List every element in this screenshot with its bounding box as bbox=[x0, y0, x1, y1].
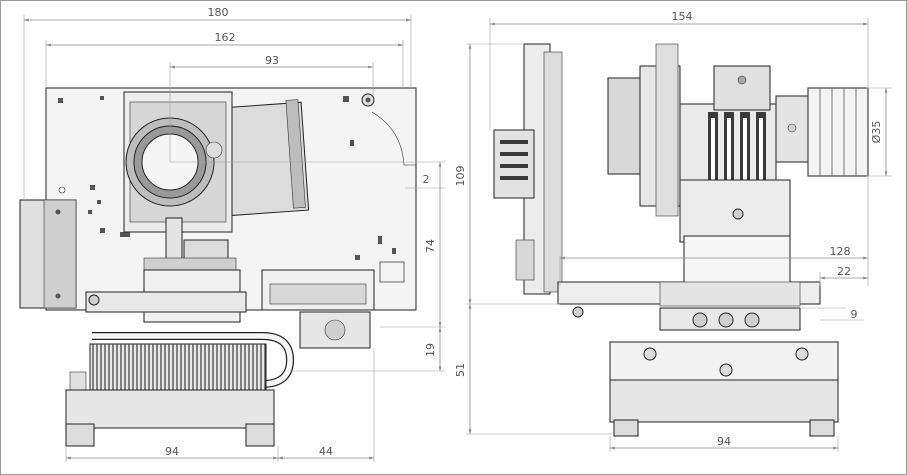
dim-side-step-9: 9 bbox=[851, 308, 858, 321]
side-dimensions: 154 109 Ø35 128 22 9 51 94 bbox=[454, 10, 892, 452]
dim-side-base-width: 94 bbox=[717, 435, 731, 448]
side-top-block bbox=[713, 65, 771, 111]
front-heatsink bbox=[89, 343, 267, 391]
side-view bbox=[493, 43, 869, 437]
front-fan-block bbox=[299, 311, 371, 349]
dim-front-overall-width: 180 bbox=[208, 6, 229, 19]
dim-side-depth-128: 128 bbox=[830, 245, 851, 258]
side-mid-block bbox=[683, 235, 791, 287]
dim-front-height-74: 74 bbox=[424, 239, 437, 253]
front-view bbox=[19, 87, 417, 447]
dim-front-edge-gap: 2 bbox=[423, 173, 430, 186]
dim-side-overall-length: 154 bbox=[672, 10, 693, 23]
dim-front-base-width: 94 bbox=[165, 445, 179, 458]
front-dimensions: 180 162 93 2 74 19 94 44 bbox=[23, 6, 445, 462]
dim-side-overall-height: 109 bbox=[454, 166, 467, 187]
dim-side-base-height: 51 bbox=[454, 363, 467, 377]
dim-front-lens-offset: 93 bbox=[265, 54, 279, 67]
side-lens-barrel bbox=[807, 87, 869, 177]
dim-side-depth-22: 22 bbox=[837, 265, 851, 278]
dim-front-height-19: 19 bbox=[424, 343, 437, 357]
dim-front-board-width: 162 bbox=[215, 31, 236, 44]
front-base bbox=[65, 389, 275, 429]
dim-front-extension: 44 bbox=[319, 445, 333, 458]
dim-side-lens-diameter: Ø35 bbox=[870, 121, 883, 144]
